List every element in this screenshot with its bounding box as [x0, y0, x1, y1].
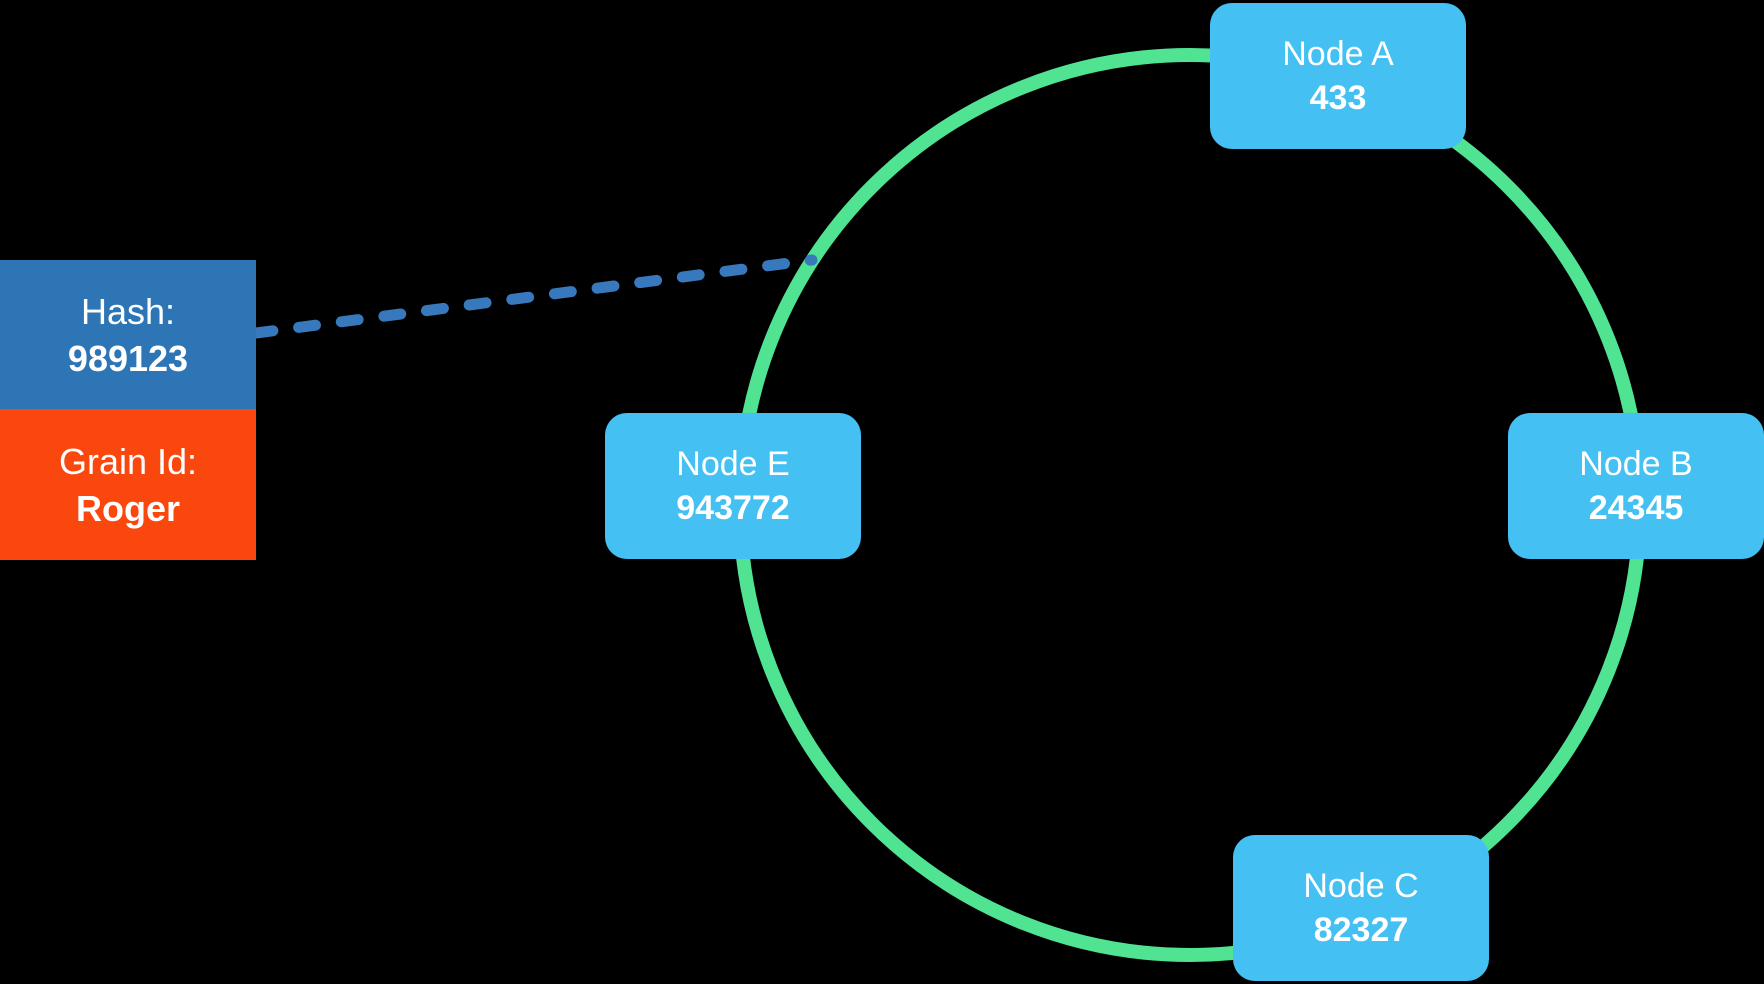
grain-id-value: Roger	[75, 487, 180, 529]
node-c-value: 82327	[1313, 911, 1409, 949]
node-e-value: 943772	[676, 489, 790, 527]
grain-id-box: Grain Id: Roger	[0, 409, 256, 560]
hash-label: Hash:	[80, 290, 176, 332]
hash-ring-circle	[733, 48, 1647, 962]
node-b-label: Node B	[1579, 445, 1693, 483]
node-b-value: 24345	[1588, 489, 1684, 527]
node-e: Node E 943772	[605, 413, 861, 559]
grain-id-label: Grain Id:	[58, 440, 198, 482]
hash-value: 989123	[67, 337, 189, 379]
node-e-label: Node E	[676, 445, 790, 483]
node-a-label: Node A	[1282, 35, 1394, 73]
node-a: Node A 433	[1210, 3, 1466, 149]
node-b: Node B 24345	[1508, 413, 1764, 559]
hash-box: Hash: 989123	[0, 260, 256, 409]
node-c-label: Node C	[1303, 867, 1419, 905]
node-a-value: 433	[1309, 79, 1367, 117]
hash-pointer-dashed-line	[250, 254, 818, 339]
node-c: Node C 82327	[1233, 835, 1489, 981]
